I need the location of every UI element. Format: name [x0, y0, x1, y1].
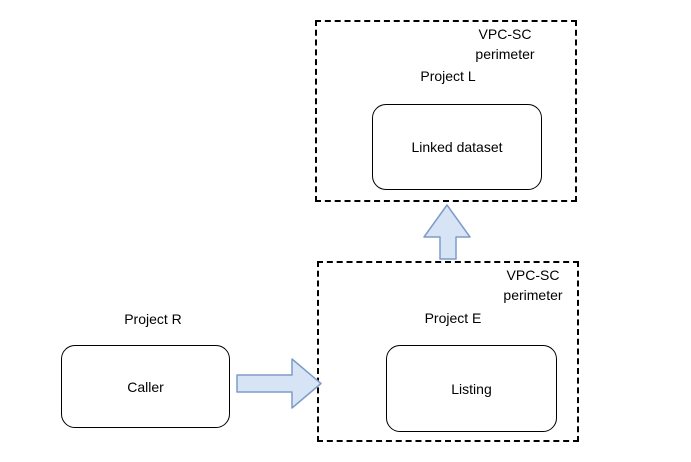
project-l-label: Project L — [420, 68, 476, 84]
linked-dataset-node: Linked dataset — [372, 104, 542, 190]
caller-to-listing-arrow-icon — [236, 358, 322, 409]
linked-dataset-node-label: Linked dataset — [411, 139, 503, 155]
perimeter-bottom-label-line2: perimeter — [503, 287, 563, 303]
perimeter-top-label-line1: VPC-SC — [478, 26, 532, 42]
project-e-label: Project E — [424, 310, 482, 326]
perimeter-bottom-label-line1: VPC-SC — [506, 267, 560, 283]
vpc-sc-perimeter-top-label: VPC-SC perimeter — [440, 24, 570, 64]
project-r-label: Project R — [124, 311, 182, 327]
listing-node-label: Listing — [451, 380, 492, 397]
listing-to-linked-dataset-arrow-icon — [423, 204, 471, 260]
listing-node: Listing — [386, 345, 557, 432]
vpc-sc-perimeter-bottom-label: VPC-SC perimeter — [468, 265, 598, 305]
perimeter-top-label-line2: perimeter — [475, 46, 535, 62]
vpc-sc-perimeter-top-box — [315, 20, 577, 202]
caller-node: Caller — [61, 345, 230, 428]
vpc-sc-perimeter-bottom-box — [317, 261, 579, 442]
caller-node-label: Caller — [127, 378, 164, 395]
